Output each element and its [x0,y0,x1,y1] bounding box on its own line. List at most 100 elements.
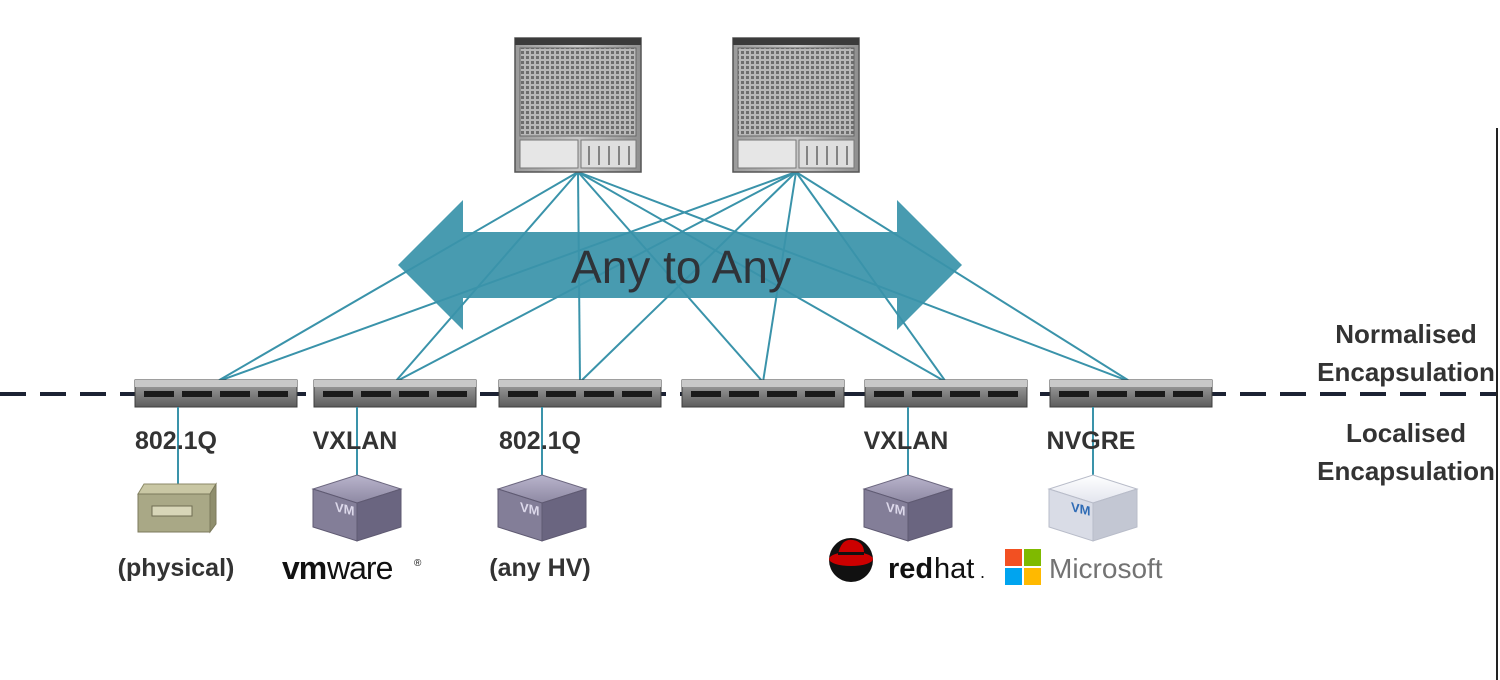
spine-switch-1 [514,37,642,173]
spine-switch-2 [732,37,860,173]
leaf-switch-top [499,380,661,387]
vm-cube-light-icon: VM [1047,474,1139,542]
leaf-port-block [584,391,614,397]
leaf-port-block [258,391,288,397]
leaf-port-block [874,391,904,397]
leaf-port-block [399,391,429,397]
leaf-port-block [691,391,721,397]
redhat-logo-red: red [888,553,933,585]
microsoft-square-blue [1005,568,1022,585]
normalised-encapsulation-label: Normalised Encapsulation [1317,319,1495,387]
leaf-port-block [729,391,759,397]
leaf-port-block [1097,391,1127,397]
any-to-any-arrow: Any to Any [398,200,962,330]
vm-cube-icon: VM [311,474,403,542]
leaf-port-block [437,391,467,397]
leaf-switch-icon [313,379,477,408]
physical-server-icon [137,482,217,534]
leaf-switch-icon [681,379,845,408]
leaf-port-block [323,391,353,397]
encapsulation-label: NVGRE [1047,427,1136,455]
encapsulation-label: VXLAN [864,427,949,455]
chassis-supervisor-left [737,139,797,169]
redhat-hat-brim [829,552,873,566]
leaf-switch-top [865,380,1027,387]
microsoft-logo: Microsoft [1005,549,1163,585]
host-caption: (any HV) [489,554,590,582]
cube-right-face [907,488,953,542]
leaf-port-block [1059,391,1089,397]
chassis-line-cards [737,47,855,137]
leaf-port-block [1173,391,1203,397]
vm-badge: VM [335,499,354,519]
leaf-switch-group: NVGRE VM Microsoft [1005,379,1213,585]
chassis-supervisor-left [519,139,579,169]
microsoft-square-green [1024,549,1041,566]
leaf-port-block [805,391,835,397]
leaf-switch-top [1050,380,1212,387]
localised-encapsulation-label: Localised Encapsulation [1317,418,1495,486]
vmware-logo-ware: ware [326,550,393,586]
side-label-lower-2: Encapsulation [1317,456,1495,486]
redhat-hat-band [838,552,864,555]
microsoft-square-red [1005,549,1022,566]
server-top [137,483,217,495]
redhat-logo-dot: . [980,562,985,582]
leaf-switch-icon [1049,379,1213,408]
arrow-label: Any to Any [571,241,791,293]
microsoft-square-yellow [1024,568,1041,585]
encapsulation-label: 802.1Q [499,427,581,455]
vm-cube-icon: VM [496,474,588,542]
server-drive-bay [151,505,193,517]
vm-badge: VM [520,499,539,519]
vmware-logo-registered: ® [414,558,422,569]
leaf-switch-group: 802.1Q(physical) [118,379,298,582]
leaf-switch-top [314,380,476,387]
leaf-port-block [508,391,538,397]
vm-badge: VM [886,499,905,519]
leaf-switch-icon [498,379,662,408]
redhat-hat-crown [838,539,865,555]
leaf-switch-group: 802.1Q VM (any HV) [489,379,662,582]
cube-right-face [356,488,402,542]
uplink-line [215,171,579,383]
leaf-port-block [182,391,212,397]
chassis-line-cards [519,47,637,137]
leaf-port-block [950,391,980,397]
side-label-upper-1: Normalised [1335,319,1477,349]
leaf-switch-icon [134,379,298,408]
vm-cube-icon: VM [862,474,954,542]
vm-badge: VM [1071,499,1090,519]
side-label-lower-1: Localised [1346,418,1466,448]
leaf-port-block [546,391,576,397]
leaf-port-block [220,391,250,397]
cube-right-face [1092,488,1138,542]
encapsulation-label: 802.1Q [135,427,217,455]
leaf-switch-icon [864,379,1028,408]
leaf-port-block [767,391,797,397]
cube-right-face [541,488,587,542]
microsoft-logo-text: Microsoft [1049,553,1163,584]
leaf-port-block [361,391,391,397]
leaf-port-block [912,391,942,397]
vmware-logo-vm: vm [282,550,326,586]
leaf-port-block [988,391,1018,397]
redhat-logo-hat: hat [934,553,974,585]
leaf-switch-top [682,380,844,387]
slide-edge-line [1496,128,1498,680]
leaf-switch-group [681,379,845,408]
encapsulation-label: VXLAN [313,427,398,455]
chassis-top-cap [733,38,859,45]
leaf-port-block [622,391,652,397]
leaf-port-block [144,391,174,397]
server-side [209,482,217,534]
leaf-port-block [1135,391,1165,397]
uplink-line [795,171,1132,383]
chassis-top-cap [515,38,641,45]
side-label-upper-2: Encapsulation [1317,357,1495,387]
